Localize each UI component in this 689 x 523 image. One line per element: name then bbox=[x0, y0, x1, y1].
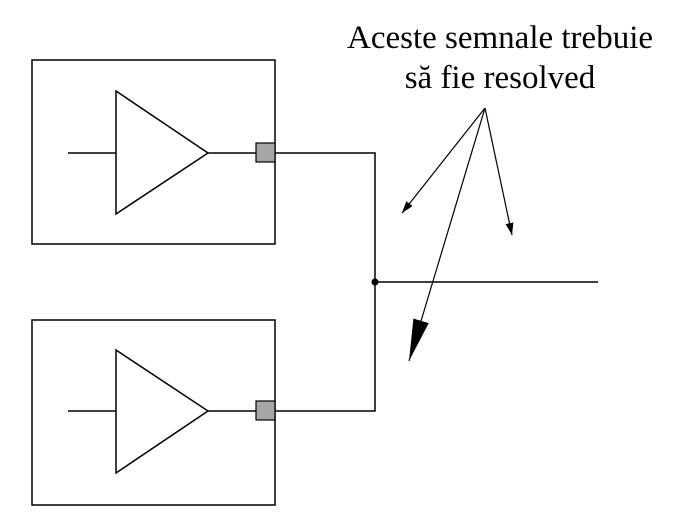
bus-wire-top bbox=[275, 152, 376, 282]
bus-wiring bbox=[275, 152, 598, 412]
bus-wire-bottom bbox=[275, 282, 376, 412]
annotation-arrows bbox=[401, 107, 514, 362]
annotation-arrow-long bbox=[408, 107, 486, 362]
buffer-triangle-bottom bbox=[115, 348, 210, 475]
output-pad-top bbox=[255, 142, 276, 163]
bus-junction-dot bbox=[371, 278, 379, 286]
driver-box-bottom bbox=[31, 319, 276, 506]
driver-box-top bbox=[31, 59, 276, 245]
buffer-triangle-top bbox=[115, 89, 210, 216]
annotation-text-line-2: să fie resolved bbox=[404, 60, 596, 96]
annotation-arrow-left bbox=[401, 107, 486, 214]
annotation-arrow-right bbox=[484, 107, 514, 236]
output-pad-bottom bbox=[255, 400, 276, 421]
driver-block-bottom bbox=[31, 319, 276, 506]
driver-block-top bbox=[31, 59, 276, 245]
annotation-text-line-1: Aceste semnale trebuie bbox=[346, 20, 654, 56]
